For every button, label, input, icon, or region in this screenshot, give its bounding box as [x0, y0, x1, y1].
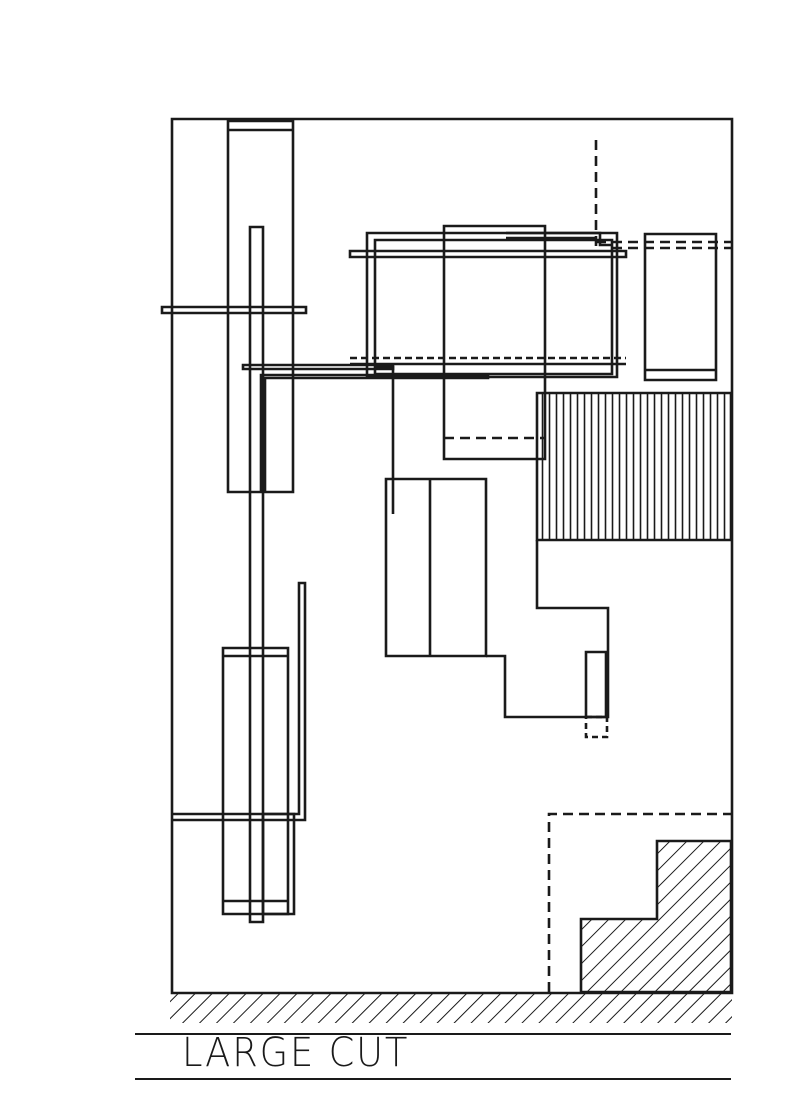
lower-box [386, 479, 486, 656]
hatched-stair [581, 841, 731, 992]
left-horizontal-bar [162, 307, 306, 313]
right-box [645, 234, 716, 380]
lower-l-shape [172, 583, 305, 820]
upper-frame [367, 233, 617, 377]
thin-vertical-bar [250, 227, 263, 922]
central-box [444, 226, 545, 459]
dashed-outline-lower [549, 814, 732, 992]
upper-top-bar [350, 251, 626, 257]
l-bracket [261, 375, 488, 492]
small-rect-dashed [586, 717, 607, 737]
stepped-outline [486, 540, 608, 717]
diagram-caption: LARGE CUT [182, 1030, 410, 1076]
lower-right-rect [263, 814, 294, 914]
striped-block [537, 393, 731, 540]
lower-left-column [223, 648, 288, 914]
mid-horizontal-bar [243, 365, 393, 369]
small-rect [586, 652, 606, 717]
ground-band [170, 993, 732, 1023]
top-right-bracket [506, 233, 612, 245]
upper-frame-inner [375, 240, 612, 374]
hanging-rod [375, 367, 393, 514]
